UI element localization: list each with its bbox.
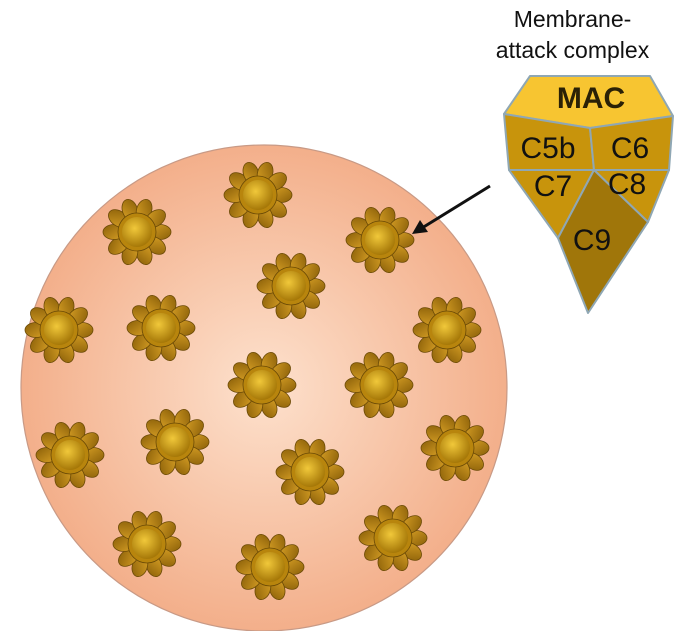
pore-core (55, 440, 85, 470)
pore-rosette (275, 438, 345, 506)
mac-c9-label: C9 (573, 224, 611, 257)
mac-c5b-label: C5b (520, 132, 575, 165)
pore-core (295, 457, 325, 487)
pore-core (146, 313, 176, 343)
pore-rosette (112, 510, 182, 578)
pointer-arrow-head (412, 220, 428, 234)
mac-c7-label: C7 (534, 170, 572, 203)
pore-core (432, 315, 462, 345)
pore-rosette (345, 206, 415, 274)
pore-rosette (227, 351, 297, 419)
mac-caption: Membrane- attack complex (470, 4, 675, 66)
pore-core (255, 552, 285, 582)
pore-core (364, 370, 394, 400)
caption-line-2: attack complex (495, 37, 650, 63)
mac-c6-label: C6 (611, 132, 649, 165)
pore-rosette (223, 161, 293, 229)
pore-core (365, 225, 395, 255)
pore-rosette (344, 351, 414, 419)
pore-core (44, 315, 74, 345)
pore-rosette (420, 414, 490, 482)
pore-rosette (412, 296, 482, 364)
pore-core (276, 271, 306, 301)
pore-rosette (140, 408, 210, 476)
pore-layer (24, 161, 490, 601)
pore-rosette (102, 198, 172, 266)
pore-core (132, 529, 162, 559)
mac-title-label: MAC (557, 82, 625, 115)
pore-core (440, 433, 470, 463)
pore-rosette (24, 296, 94, 364)
pore-core (378, 523, 408, 553)
pointer-arrow-line (421, 184, 491, 230)
pore-rosette (126, 294, 196, 362)
pore-core (122, 217, 152, 247)
pore-core (160, 427, 190, 457)
pore-rosette (235, 533, 305, 601)
pore-rosette (35, 421, 105, 489)
pore-rosette (256, 252, 326, 320)
mac-c9-segment (557, 169, 649, 314)
pore-core (247, 370, 277, 400)
caption-line-1: Membrane- (513, 6, 632, 32)
pore-rosette (358, 504, 428, 572)
mac-shield (503, 75, 674, 314)
pore-core (243, 180, 273, 210)
mac-c8-label: C8 (608, 168, 646, 201)
